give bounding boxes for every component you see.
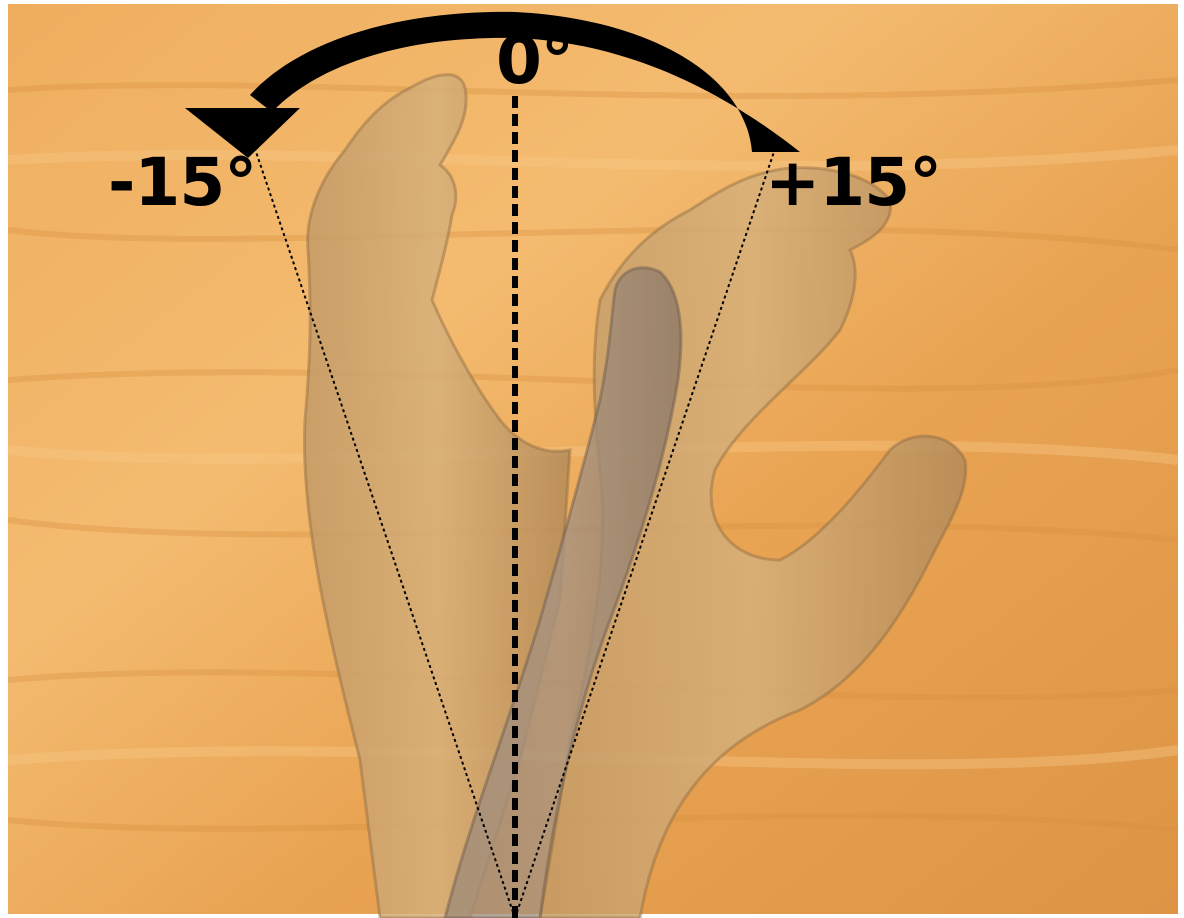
angle-label-minus-15: -15° xyxy=(108,150,256,216)
angle-label-0: 0° xyxy=(496,28,573,94)
angle-label-plus-15: +15° xyxy=(765,150,941,216)
